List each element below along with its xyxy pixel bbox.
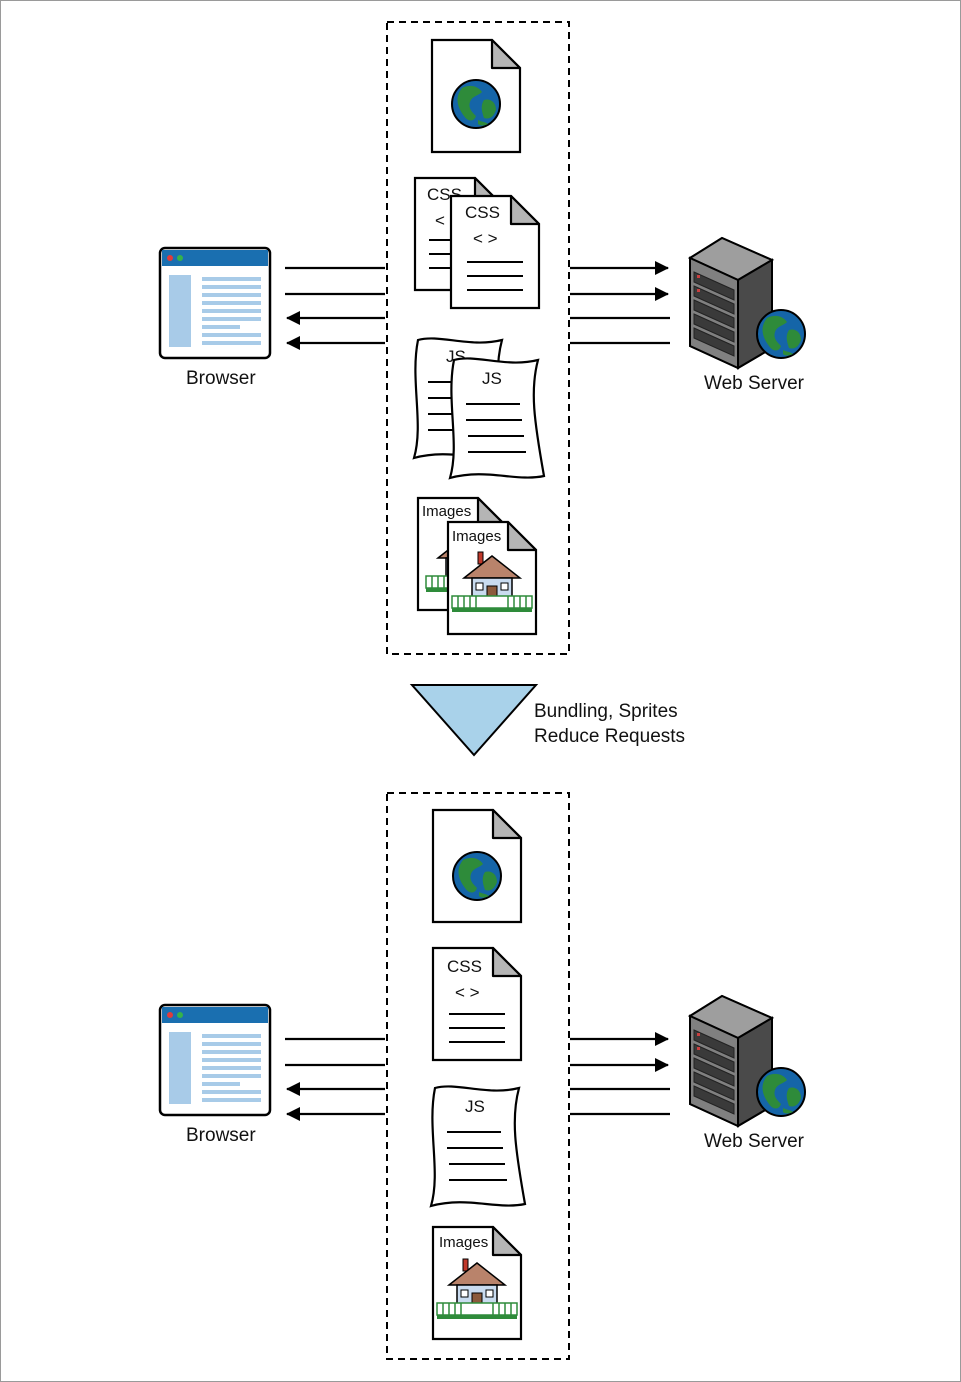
svg-text:< >: < > xyxy=(455,983,480,1002)
browser-label-after: Browser xyxy=(186,1125,256,1146)
svg-text:JS: JS xyxy=(465,1097,485,1116)
image-file-icon-back: Images xyxy=(416,496,508,612)
svg-text:Images: Images xyxy=(439,1234,488,1251)
image-file-icon-front: Images xyxy=(446,520,538,636)
svg-text:Images: Images xyxy=(422,503,471,520)
transition-label-line1: Bundling, Sprites xyxy=(534,701,678,722)
svg-text:<: < xyxy=(435,211,445,230)
css-file-icon-front: CSS < > xyxy=(449,194,541,310)
image-file-icon-after: Images xyxy=(431,1225,523,1341)
js-file-icon-after: JS xyxy=(429,1085,527,1208)
resource-container-after xyxy=(386,792,570,1360)
browser-request-arrows xyxy=(285,266,385,350)
down-triangle-icon xyxy=(409,684,539,757)
svg-text:Images: Images xyxy=(452,528,501,545)
js-file-icon-front: JS xyxy=(448,357,546,480)
svg-text:< >: < > xyxy=(473,229,498,248)
web-server-icon xyxy=(689,237,806,369)
svg-text:CSS: CSS xyxy=(447,957,482,976)
browser-label: Browser xyxy=(186,368,256,389)
resource-container-before xyxy=(386,21,570,655)
web-server-icon-after xyxy=(689,995,806,1127)
browser-icon-after xyxy=(158,1003,272,1117)
web-server-label-after: Web Server xyxy=(704,1131,805,1152)
browser-icon xyxy=(158,246,272,360)
html-page-icon xyxy=(430,38,522,154)
web-server-label: Web Server xyxy=(704,373,805,394)
server-request-arrows-after xyxy=(570,1032,670,1116)
svg-text:CSS: CSS xyxy=(465,203,500,222)
svg-text:JS: JS xyxy=(482,369,502,388)
transition-label-line2: Reduce Requests xyxy=(534,726,685,747)
browser-request-arrows-after xyxy=(285,1037,385,1121)
server-request-arrows xyxy=(570,261,670,345)
html-page-icon-after xyxy=(431,808,523,924)
css-file-icon-after: CSS < > xyxy=(431,946,523,1062)
